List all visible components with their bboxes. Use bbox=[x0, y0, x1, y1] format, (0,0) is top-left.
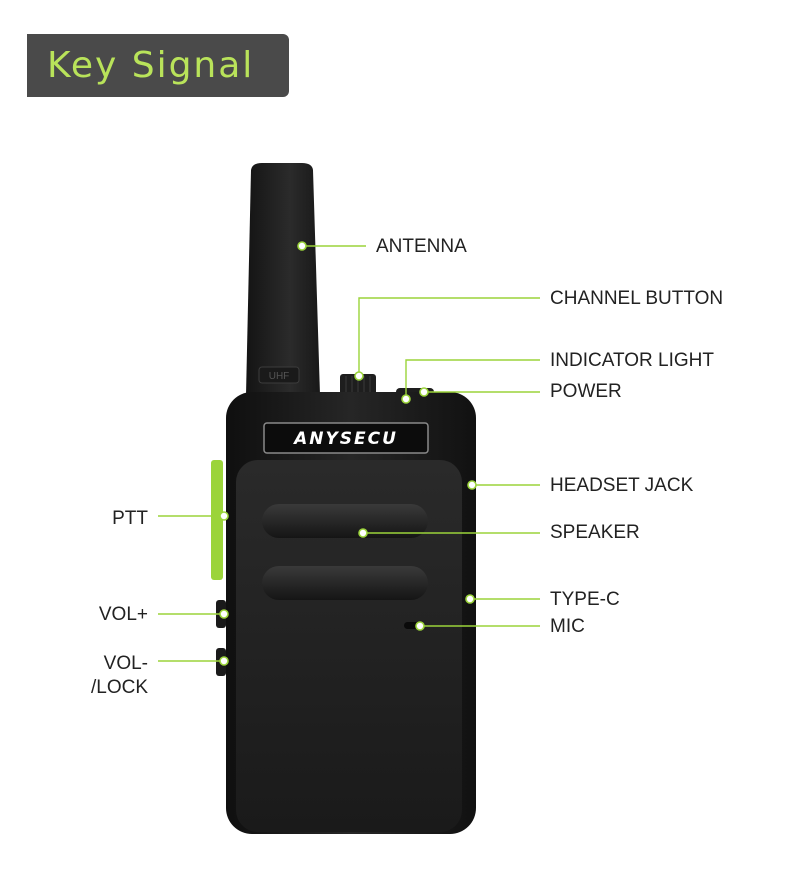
label-vol-down-line1: VOL- bbox=[103, 653, 148, 674]
uhf-mark: UHF bbox=[269, 371, 290, 382]
uhf-badge bbox=[258, 366, 300, 384]
typec-dot bbox=[465, 594, 475, 604]
speaker-grill-bottom bbox=[262, 566, 428, 600]
label-mic: MIC bbox=[550, 616, 585, 637]
brand-logo: ANYSECU bbox=[292, 429, 398, 449]
label-antenna: ANTENNA bbox=[376, 236, 467, 257]
page-title: Key Signal bbox=[47, 45, 255, 86]
label-headset-jack: HEADSET JACK bbox=[550, 475, 694, 496]
voldown-dot bbox=[219, 656, 229, 666]
indicator-dot bbox=[401, 394, 411, 404]
mic-dot bbox=[415, 621, 425, 631]
speaker-dot bbox=[358, 528, 368, 538]
label-power: POWER bbox=[550, 381, 622, 402]
antenna bbox=[246, 163, 320, 395]
label-ptt: PTT bbox=[112, 508, 148, 529]
logo-panel bbox=[263, 422, 429, 454]
ptt-dot bbox=[219, 511, 229, 521]
channel-dot bbox=[354, 371, 364, 381]
speaker-grill-top bbox=[262, 504, 428, 538]
label-indicator-light: INDICATOR LIGHT bbox=[550, 350, 714, 371]
label-vol-down-line2: /LOCK bbox=[90, 677, 148, 698]
label-type-c: TYPE-C bbox=[550, 589, 620, 610]
volup-dot bbox=[219, 609, 229, 619]
antenna-dot bbox=[297, 241, 307, 251]
label-channel-button: CHANNEL BUTTON bbox=[550, 288, 724, 309]
title-banner: Key Signal bbox=[27, 34, 289, 97]
label-vol-up: VOL+ bbox=[98, 604, 148, 625]
front-face bbox=[236, 460, 462, 832]
label-speaker: SPEAKER bbox=[550, 522, 640, 543]
ptt-button bbox=[211, 460, 223, 580]
headset-dot bbox=[467, 480, 477, 490]
power-dot bbox=[419, 387, 429, 397]
